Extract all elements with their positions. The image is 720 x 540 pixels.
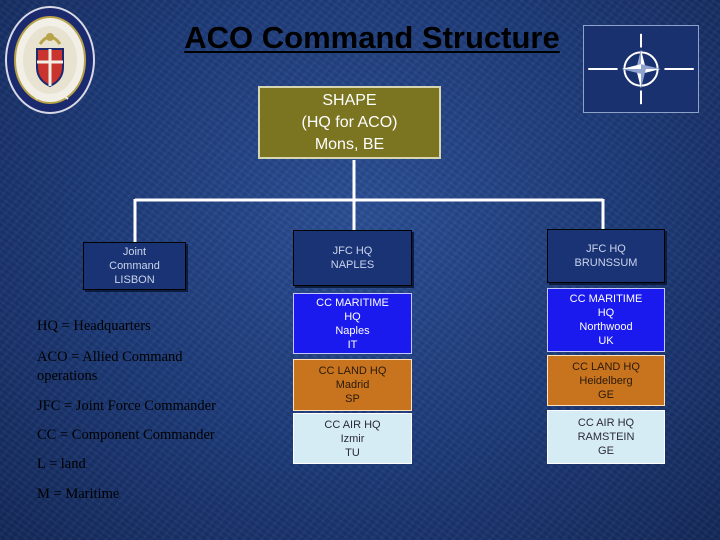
- cc-maritime-northwood-box: CC MARITIME HQ Northwood UK: [547, 288, 665, 352]
- cc-land-madrid-box: CC LAND HQ Madrid SP: [293, 359, 412, 411]
- cc-air-izmir-line-1: CC AIR HQ: [324, 418, 381, 431]
- cc-maritime-naples-box: CC MARITIME HQ Naples IT: [293, 293, 412, 354]
- jfc-naples-line-1: JFC HQ: [332, 245, 373, 257]
- cc-air-izmir-line-3: TU: [345, 446, 360, 459]
- shape-location: Mons, BE: [314, 135, 385, 153]
- cc-maritime-naples-line-4: IT: [347, 338, 358, 351]
- cc-air-izmir-line-2: Izmir: [340, 432, 365, 445]
- cc-land-madrid-line-2: Madrid: [335, 379, 370, 391]
- cc-land-heidelberg-box: CC LAND HQ Heidelberg GE: [547, 355, 665, 406]
- jfc-brunssum-hq-box: JFC HQ BRUNSSUM: [547, 229, 665, 283]
- shape-subtitle: (HQ for ACO): [301, 113, 398, 131]
- cc-air-ramstein-line-2: RAMSTEIN: [577, 431, 635, 443]
- cc-maritime-naples-line-2: HQ: [344, 310, 361, 323]
- cc-maritime-northwood-line-1: CC MARITIME: [569, 293, 643, 305]
- legend-item-jfc: JFC = Joint Force Commander: [37, 398, 216, 414]
- cc-air-ramstein-line-3: GE: [598, 445, 614, 457]
- legend-item-hq: HQ = Headquarters: [37, 318, 151, 334]
- jfc-naples-hq-box: JFC HQ NAPLES: [293, 230, 412, 286]
- lisbon-line-2: Command: [109, 260, 160, 272]
- joint-command-lisbon-box: Joint Command LISBON: [83, 242, 186, 290]
- cc-land-madrid-line-1: CC LAND HQ: [318, 365, 387, 377]
- page-title: ACO Command Structure: [184, 20, 560, 55]
- cc-maritime-naples-line-3: Naples: [335, 324, 370, 337]
- cc-air-ramstein-box: CC AIR HQ RAMSTEIN GE: [547, 410, 665, 464]
- cc-maritime-northwood-line-4: UK: [598, 335, 614, 347]
- shape-title: SHAPE: [322, 91, 377, 109]
- cc-air-izmir-box: CC AIR HQ Izmir TU: [293, 413, 412, 464]
- cc-maritime-northwood-line-2: HQ: [597, 307, 615, 319]
- cc-air-ramstein-line-1: CC AIR HQ: [577, 417, 635, 429]
- shape-hq-box: SHAPE (HQ for ACO) Mons, BE: [258, 86, 441, 159]
- cc-land-heidelberg-line-1: CC LAND HQ: [572, 360, 640, 373]
- legend-item-cc: CC = Component Commander: [37, 427, 215, 443]
- lisbon-line-1: Joint: [122, 246, 147, 258]
- legend-item-aco-continued: operations: [37, 368, 98, 384]
- lisbon-line-3: LISBON: [114, 274, 155, 286]
- cc-land-madrid-line-3: SP: [345, 393, 360, 405]
- legend-item-maritime: M = Maritime: [37, 486, 120, 502]
- cc-maritime-naples-line-1: CC MARITIME: [316, 296, 389, 309]
- nato-flag-icon: [583, 25, 699, 113]
- cc-land-heidelberg-line-2: Heidelberg: [579, 374, 633, 387]
- legend-item-land: L = land: [37, 456, 86, 472]
- jfc-naples-line-2: NAPLES: [330, 259, 375, 271]
- national-defense-university-seal-icon: [4, 4, 96, 116]
- legend-item-aco: ACO = Allied Command: [37, 349, 183, 365]
- jfc-brunssum-line-1: JFC HQ: [586, 243, 626, 255]
- cc-land-heidelberg-line-3: GE: [598, 388, 614, 401]
- jfc-brunssum-line-2: BRUNSSUM: [574, 257, 638, 269]
- cc-maritime-northwood-line-3: Northwood: [579, 321, 633, 333]
